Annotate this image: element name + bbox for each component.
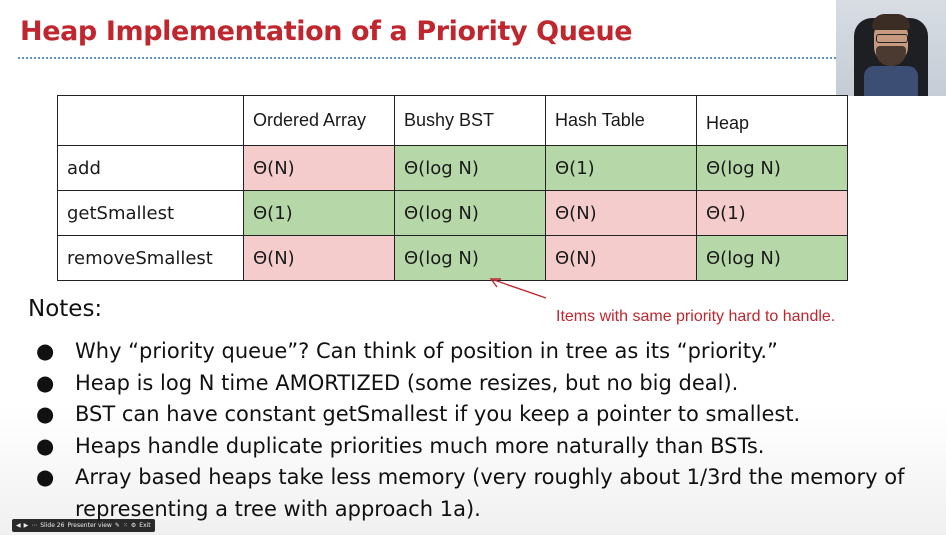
table-header-corner xyxy=(57,95,244,146)
row-label-remove-smallest: removeSmallest xyxy=(57,235,244,281)
next-icon[interactable]: ▶ xyxy=(23,522,29,529)
table-cell: Θ(N) xyxy=(243,235,395,281)
notes-list: ● Why “priority queue”? Can think of posi… xyxy=(28,336,928,525)
table-cell: Θ(1) xyxy=(545,145,697,191)
table-cell: Θ(log N) xyxy=(394,145,546,191)
table-cell: Θ(1) xyxy=(696,190,848,236)
table-header-ordered-array: Ordered Array xyxy=(243,95,395,146)
grid-icon[interactable]: ⁙ xyxy=(122,522,128,529)
bullet-icon: ● xyxy=(36,402,55,426)
row-label-get-smallest: getSmallest xyxy=(57,190,244,236)
list-item: ● Array based heaps take less memory (ver… xyxy=(28,462,928,525)
bullet-icon: ● xyxy=(36,339,55,363)
bullet-icon: ● xyxy=(36,433,55,458)
slide-title: Heap Implementation of a Priority Queue xyxy=(20,16,633,47)
table-cell: Θ(N) xyxy=(545,190,697,236)
row-label-add: add xyxy=(57,145,244,191)
pen-icon[interactable]: ✎ xyxy=(114,522,120,529)
annotation-text: Items with same priority hard to handle. xyxy=(556,308,836,325)
settings-icon[interactable]: ⚙ xyxy=(130,522,137,529)
table-cell: Θ(log N) xyxy=(696,235,848,281)
prev-icon[interactable]: ◀ xyxy=(16,522,21,529)
exit-button[interactable]: Exit xyxy=(139,522,151,529)
menu-icon[interactable]: ⋯ xyxy=(31,522,38,529)
bullet-icon: ● xyxy=(36,465,55,489)
table-cell: Θ(log N) xyxy=(696,145,848,191)
note-text: Why “priority queue”? Can think of posit… xyxy=(75,339,778,363)
list-item: ● Heaps handle duplicate priorities much … xyxy=(28,431,928,463)
title-dotted-rule xyxy=(18,57,836,59)
table-cell: Θ(log N) xyxy=(394,235,546,281)
table-header-row: Ordered Array Bushy BST Hash Table Heap xyxy=(57,95,848,146)
note-text: Array based heaps take less memory (very… xyxy=(75,465,905,521)
table-row: removeSmallest Θ(N) Θ(log N) Θ(N) Θ(log … xyxy=(57,235,848,281)
slide-counter[interactable]: Slide 26 xyxy=(40,522,65,529)
slideshow-controls: ◀ ▶ ⋯ Slide 26 Presenter view ✎ ⁙ ⚙ Exit xyxy=(12,519,155,532)
note-text: BST can have constant getSmallest if you… xyxy=(75,402,801,426)
table-header-bushy-bst: Bushy BST xyxy=(394,95,546,146)
comparison-table: Ordered Array Bushy BST Hash Table Heap … xyxy=(57,95,848,281)
table-header-heap: Heap xyxy=(696,95,848,146)
note-text: Heap is log N time AMORTIZED (some resiz… xyxy=(75,370,739,395)
note-text: Heaps handle duplicate priorities much m… xyxy=(75,433,765,458)
table-header-hash-table: Hash Table xyxy=(545,95,697,146)
notes-heading: Notes: xyxy=(28,296,103,322)
bullet-icon: ● xyxy=(36,370,55,395)
list-item: ● Why “priority queue”? Can think of posi… xyxy=(28,336,928,368)
annotation-arrow-icon xyxy=(489,278,547,299)
table-row: add Θ(N) Θ(log N) Θ(1) Θ(log N) xyxy=(57,145,848,191)
table-cell: Θ(N) xyxy=(243,145,395,191)
table-cell: Θ(N) xyxy=(545,235,697,281)
table-cell: Θ(log N) xyxy=(394,190,546,236)
table-row: getSmallest Θ(1) Θ(log N) Θ(N) Θ(1) xyxy=(57,190,848,236)
table-cell: Θ(1) xyxy=(243,190,395,236)
list-item: ● BST can have constant getSmallest if yo… xyxy=(28,399,928,431)
webcam-video xyxy=(836,0,946,96)
list-item: ● Heap is log N time AMORTIZED (some resi… xyxy=(28,368,928,400)
presenter-view-button[interactable]: Presenter view xyxy=(67,522,112,529)
